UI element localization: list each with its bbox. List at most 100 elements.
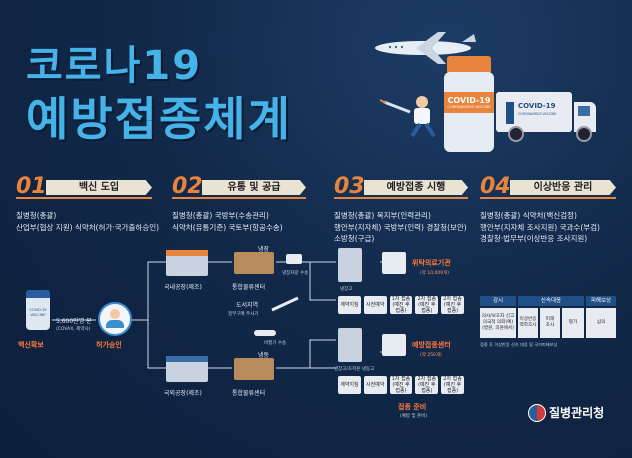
desc-line: 행안부(지자체 조사지원) 국과수(부검) [480, 222, 600, 232]
islands-label: 도서지역 [236, 302, 259, 309]
entrusted-count: (약 10,000개) [420, 271, 449, 276]
desc-line: 산업부(협상 지원) 식약처(허가·국가출하승인) [16, 222, 160, 232]
truck-small-icon [286, 254, 302, 264]
air-transport-label: 비행기 수송 [264, 341, 287, 346]
section-4-description: 질병청(총괄) 식약처(백신검정) 행안부(지자체 조사지원) 국과수(부검) … [480, 210, 600, 245]
inoculation-prep-label: 접종 준비 [398, 403, 427, 411]
truck-transport-label: 냉장차량 수송 [282, 271, 309, 276]
wheel-icon [576, 126, 592, 142]
vial-cap [447, 56, 491, 74]
section-3-description: 질병청(총괄) 복지부(인력관리) 행안부(지자체) 국방부(인력) 경찰청(보… [334, 210, 467, 245]
table-cell: 피해 조사 [540, 308, 560, 338]
hospital-icon [382, 252, 406, 274]
vaccination-center-label: 예방접종센터 [412, 341, 451, 349]
section-1-number: 01 [16, 174, 47, 199]
step-box: 사전예약 [363, 376, 387, 394]
step-box: 1차 접종(예진 후 접종) [389, 296, 413, 314]
islands-note: 정부구매 주사기 [228, 312, 259, 317]
vaccine-source-note: (COVAX, 제약사) [56, 327, 91, 332]
section-3-number: 03 [334, 174, 365, 199]
table-cell: 이상반응 역학조사 [518, 308, 538, 338]
truck-cabin [574, 102, 596, 132]
section-2-number: 02 [172, 174, 203, 199]
runner-with-syringe-icon [380, 96, 436, 138]
vaccine-secure-label: 백신확보 [18, 341, 44, 349]
approval-label: 허가승인 [96, 341, 122, 349]
syringe-icon [271, 296, 299, 312]
table-cell: 평가 [562, 308, 584, 338]
step-box: 계약지침 [338, 296, 361, 314]
vial-title: COVID-19 [447, 96, 491, 105]
desc-line: 질병청(총괄) 식약처(백신검정) [480, 211, 577, 220]
section-4-number: 04 [480, 174, 511, 199]
step-box: 계약지침 [338, 376, 361, 394]
vial-label: COVID-19 VACCINE [29, 308, 47, 317]
doctor-icon [98, 302, 132, 336]
fridge-label-2: 냉동 [258, 352, 270, 359]
vaccine-vial-small-icon: COVID-19 VACCINE [26, 290, 50, 330]
vaccination-center-count: (약 250개) [420, 353, 442, 358]
agency-name: 질병관리청 [549, 406, 605, 420]
entrusted-clinic-label: 위탁의료기관 [412, 259, 451, 267]
freezer-icon [338, 328, 362, 362]
step-box: 2차 접종(예진 후 접종) [415, 376, 439, 394]
warehouse-icon [234, 358, 274, 380]
section-3-underline [334, 197, 468, 199]
desc-line: 행안부(지자체) 국방부(인력) 경찰청(보안) [334, 222, 467, 232]
step-box: 사전예약 [363, 296, 387, 314]
factory-icon [166, 356, 208, 382]
fridge-icon [338, 248, 362, 282]
inoculation-prep-sub: (예방 및 준비) [400, 414, 428, 419]
table-cell: 심의 [586, 308, 616, 338]
title-line-2: 예방접종체계 [26, 92, 292, 146]
section-3-label: 예방접종 시행 [364, 180, 468, 195]
airplane-icon [375, 32, 476, 64]
section-4-label: 이상반응 관리 [510, 180, 616, 195]
truck-title: COVID-19 [518, 102, 556, 110]
step-box: 2차 접종(예진 후 접종) [441, 296, 464, 314]
step-box: 2차 접종(예진 후 접종) [441, 376, 464, 394]
section-1-underline [16, 197, 152, 199]
agency-logo-icon [528, 404, 546, 422]
section-4-underline [480, 197, 616, 199]
steps-row-b: 계약지침 사전예약 1차 접종(예진 후 접종) 2차 접종(예진 후 접종) … [338, 376, 464, 394]
vaccine-count: 5,600만명 분 [56, 318, 92, 325]
fridge-label-1: 냉장 [258, 246, 270, 253]
domestic-factory-label: 국내공장(제조) [164, 284, 202, 291]
logistics-center-2-label: 통합물류센터 [232, 390, 266, 397]
factory-icon [166, 250, 208, 276]
section-2-description: 질병청(총괄) 국방부(수송관리) 식약처(유통기준) 국토부(항공수송) [172, 210, 283, 233]
desc-line: 식약처(유통기준) 국토부(항공수송) [172, 222, 283, 232]
table-header: 신속대응 [518, 296, 584, 306]
vaccine-vial-icon: COVID-19 CORONAVIRUS VACCINE [444, 72, 494, 152]
desc-line: 질병청(총괄) 복지부(인력관리) [334, 211, 431, 220]
title-line-1: 코로나19 [26, 43, 203, 89]
airplane-small-icon [254, 330, 276, 336]
desc-line: 질병청(총괄) 국방부(수송관리) [172, 211, 269, 220]
table-header: 감시 [480, 296, 516, 306]
table-header: 피해보상 [586, 296, 616, 306]
logistics-center-1-label: 통합물류센터 [232, 284, 266, 291]
table-note: 접종 후 이상반응 신속 대응 및 국가피해보상 [480, 342, 558, 347]
step-box: 1차 접종(예진 후 접종) [389, 376, 413, 394]
desc-line: 질병청(총괄) [16, 211, 57, 220]
steps-row-a: 계약지침 사전예약 1차 접종(예진 후 접종) 2차 접종(예진 후 접종) … [338, 296, 464, 314]
section-1-label: 백신 도입 [46, 180, 152, 195]
desc-line: 소방청(구급) [334, 234, 375, 243]
delivery-truck-icon: COVID-19 CORONAVIRUS VACCINE [496, 92, 572, 132]
step-box: 2차 접종(예진 후 접종) [415, 296, 439, 314]
table-cell: 의사/보호자 신고 의국적 의뢰(예) (병원, 의원에서) [480, 308, 516, 338]
adverse-reaction-table: 감시 신속대응 피해보상 의사/보호자 신고 의국적 의뢰(예) (병원, 의원… [480, 296, 616, 348]
section-1-description: 질병청(총괄) 산업부(협상 지원) 식약처(허가·국가출하승인) [16, 210, 159, 233]
desc-line: 경찰청·법무부(이상반응 조사지원) [480, 234, 588, 243]
cold-storage-label: 냉장고 [340, 287, 353, 292]
wheel-icon [508, 126, 524, 142]
section-2-label: 유통 및 공급 [202, 180, 306, 195]
foreign-factory-label: 국외공장(제조) [164, 390, 202, 397]
warehouse-icon [234, 252, 274, 274]
section-2-underline [172, 197, 306, 199]
vaccination-center-icon [382, 334, 406, 356]
ultra-cold-label: 냉장고/초저온 냉동고 [334, 367, 375, 372]
vial-subtitle: CORONAVIRUS VACCINE [447, 105, 491, 109]
